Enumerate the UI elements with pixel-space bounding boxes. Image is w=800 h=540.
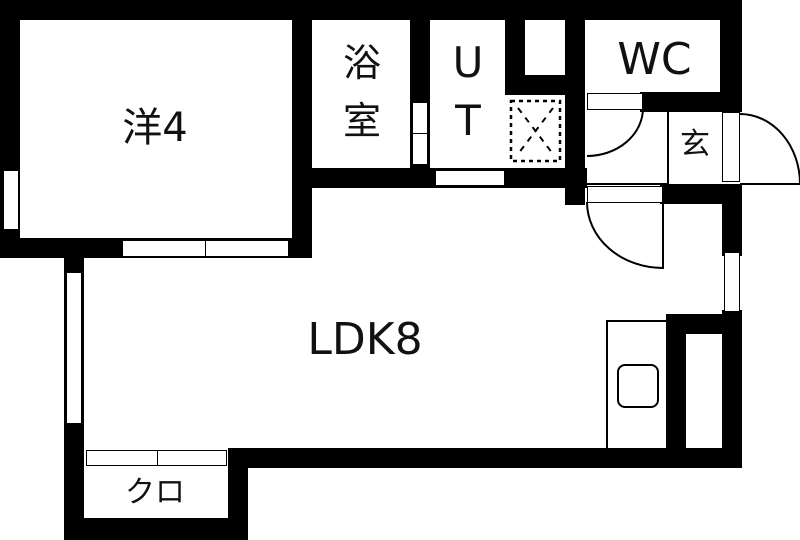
wall-hall-left	[565, 0, 585, 205]
sliding-door-western-b	[205, 240, 289, 257]
room-label-closet: クロ	[125, 475, 185, 510]
wall-right-lower	[722, 310, 742, 468]
closet-door-a	[86, 450, 158, 466]
entrance-door-swing-icon	[739, 113, 800, 185]
wall-western-right	[292, 0, 312, 258]
room-label-ut-1: U	[452, 38, 484, 87]
kitchen-counter-left	[606, 320, 608, 450]
ut-door	[435, 170, 505, 186]
wc-door-swing-icon	[586, 107, 644, 157]
bath-door-a	[412, 102, 428, 134]
wall-small-box-bottom	[505, 75, 565, 95]
room-label-bath-2: 室	[342, 99, 381, 143]
ldk-door-swing-icon	[586, 201, 664, 270]
wc-door-leaf	[587, 93, 643, 110]
room-label-western: 洋4	[122, 105, 188, 151]
room-label-ut-2: T	[455, 96, 481, 145]
ldk-door-leaf	[587, 186, 663, 203]
closet-door-b	[157, 450, 227, 466]
entrance-door-frame	[722, 112, 740, 182]
washing-machine-space-icon	[509, 99, 562, 163]
wall-entrance-bottom	[660, 184, 742, 204]
wall-ut-right	[505, 0, 525, 95]
window-ldk-left	[66, 272, 82, 424]
room-label-bath-1: 浴	[342, 41, 381, 85]
sliding-door-western-a	[122, 240, 206, 257]
wall-ldk-bottom	[228, 448, 742, 468]
wall-closet-bottom	[64, 518, 248, 540]
wall-right-mid	[722, 184, 742, 256]
room-label-wc: WC	[617, 34, 692, 85]
window-ldk-right	[724, 252, 740, 312]
hall-floor-line	[585, 183, 667, 185]
sink-icon	[617, 364, 659, 408]
window-western-left	[3, 170, 19, 230]
wall-right-upper	[720, 0, 742, 112]
wall-storage-left	[666, 314, 686, 468]
bath-door-b	[412, 133, 428, 165]
wall-wc-bottom	[640, 92, 742, 112]
wall-top	[0, 0, 742, 20]
wall-closet-right	[228, 448, 248, 540]
kitchen-counter-top	[606, 320, 668, 322]
room-label-entrance: 玄	[680, 127, 710, 162]
room-label-ldk: LDK8	[307, 314, 423, 365]
entrance-step-line	[667, 112, 669, 184]
